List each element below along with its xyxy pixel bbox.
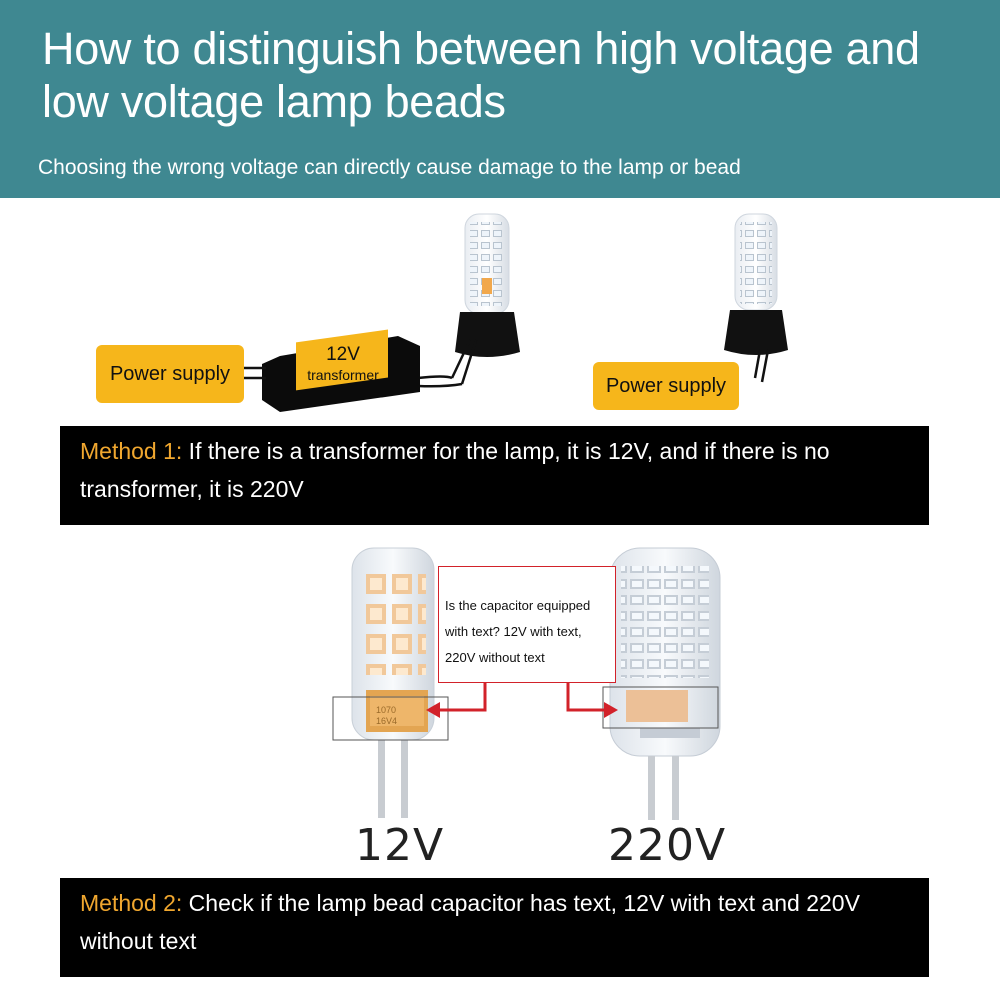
header-banner: How to distinguish between high voltage …: [0, 0, 1000, 198]
transformer-voltage-label: 12V: [326, 344, 360, 365]
page-subtitle: Choosing the wrong voltage can directly …: [38, 156, 741, 179]
method-1-panel: Method 1: If there is a transformer for …: [60, 426, 929, 525]
power-supply-label-right: Power supply: [593, 362, 739, 410]
method-2-lead: Method 2:: [80, 890, 183, 916]
transformer-name-label: transformer: [307, 367, 379, 383]
capacitor-callout: Is the capacitor equipped with text? 12V…: [438, 566, 616, 683]
lamp-without-transformer: [724, 213, 788, 383]
voltage-label-12v: 12V: [355, 820, 445, 871]
capacitor-marking: 1070 16V4: [376, 705, 397, 727]
page-title: How to distinguish between high voltage …: [42, 23, 920, 127]
capacitor-marking-line-1: 1070: [376, 705, 397, 715]
power-supply-label-left: Power supply: [96, 345, 244, 403]
transformer-box: [262, 329, 420, 412]
method-2-panel: Method 2: Check if the lamp bead capacit…: [60, 878, 929, 977]
method-2-text: Check if the lamp bead capacitor has tex…: [80, 890, 860, 954]
method-1-lead: Method 1:: [80, 438, 183, 464]
voltage-label-220v: 220V: [608, 820, 727, 871]
lamp-220v: [602, 547, 721, 820]
capacitor-marking-line-2: 16V4: [376, 716, 398, 726]
callout-arrows: [426, 683, 618, 718]
method-1-text: If there is a transformer for the lamp, …: [80, 438, 830, 502]
lamp-with-transformer: [417, 213, 520, 388]
lamp-12v: [332, 547, 449, 818]
capacitor-callout-text: Is the capacitor equipped with text? 12V…: [445, 598, 591, 665]
